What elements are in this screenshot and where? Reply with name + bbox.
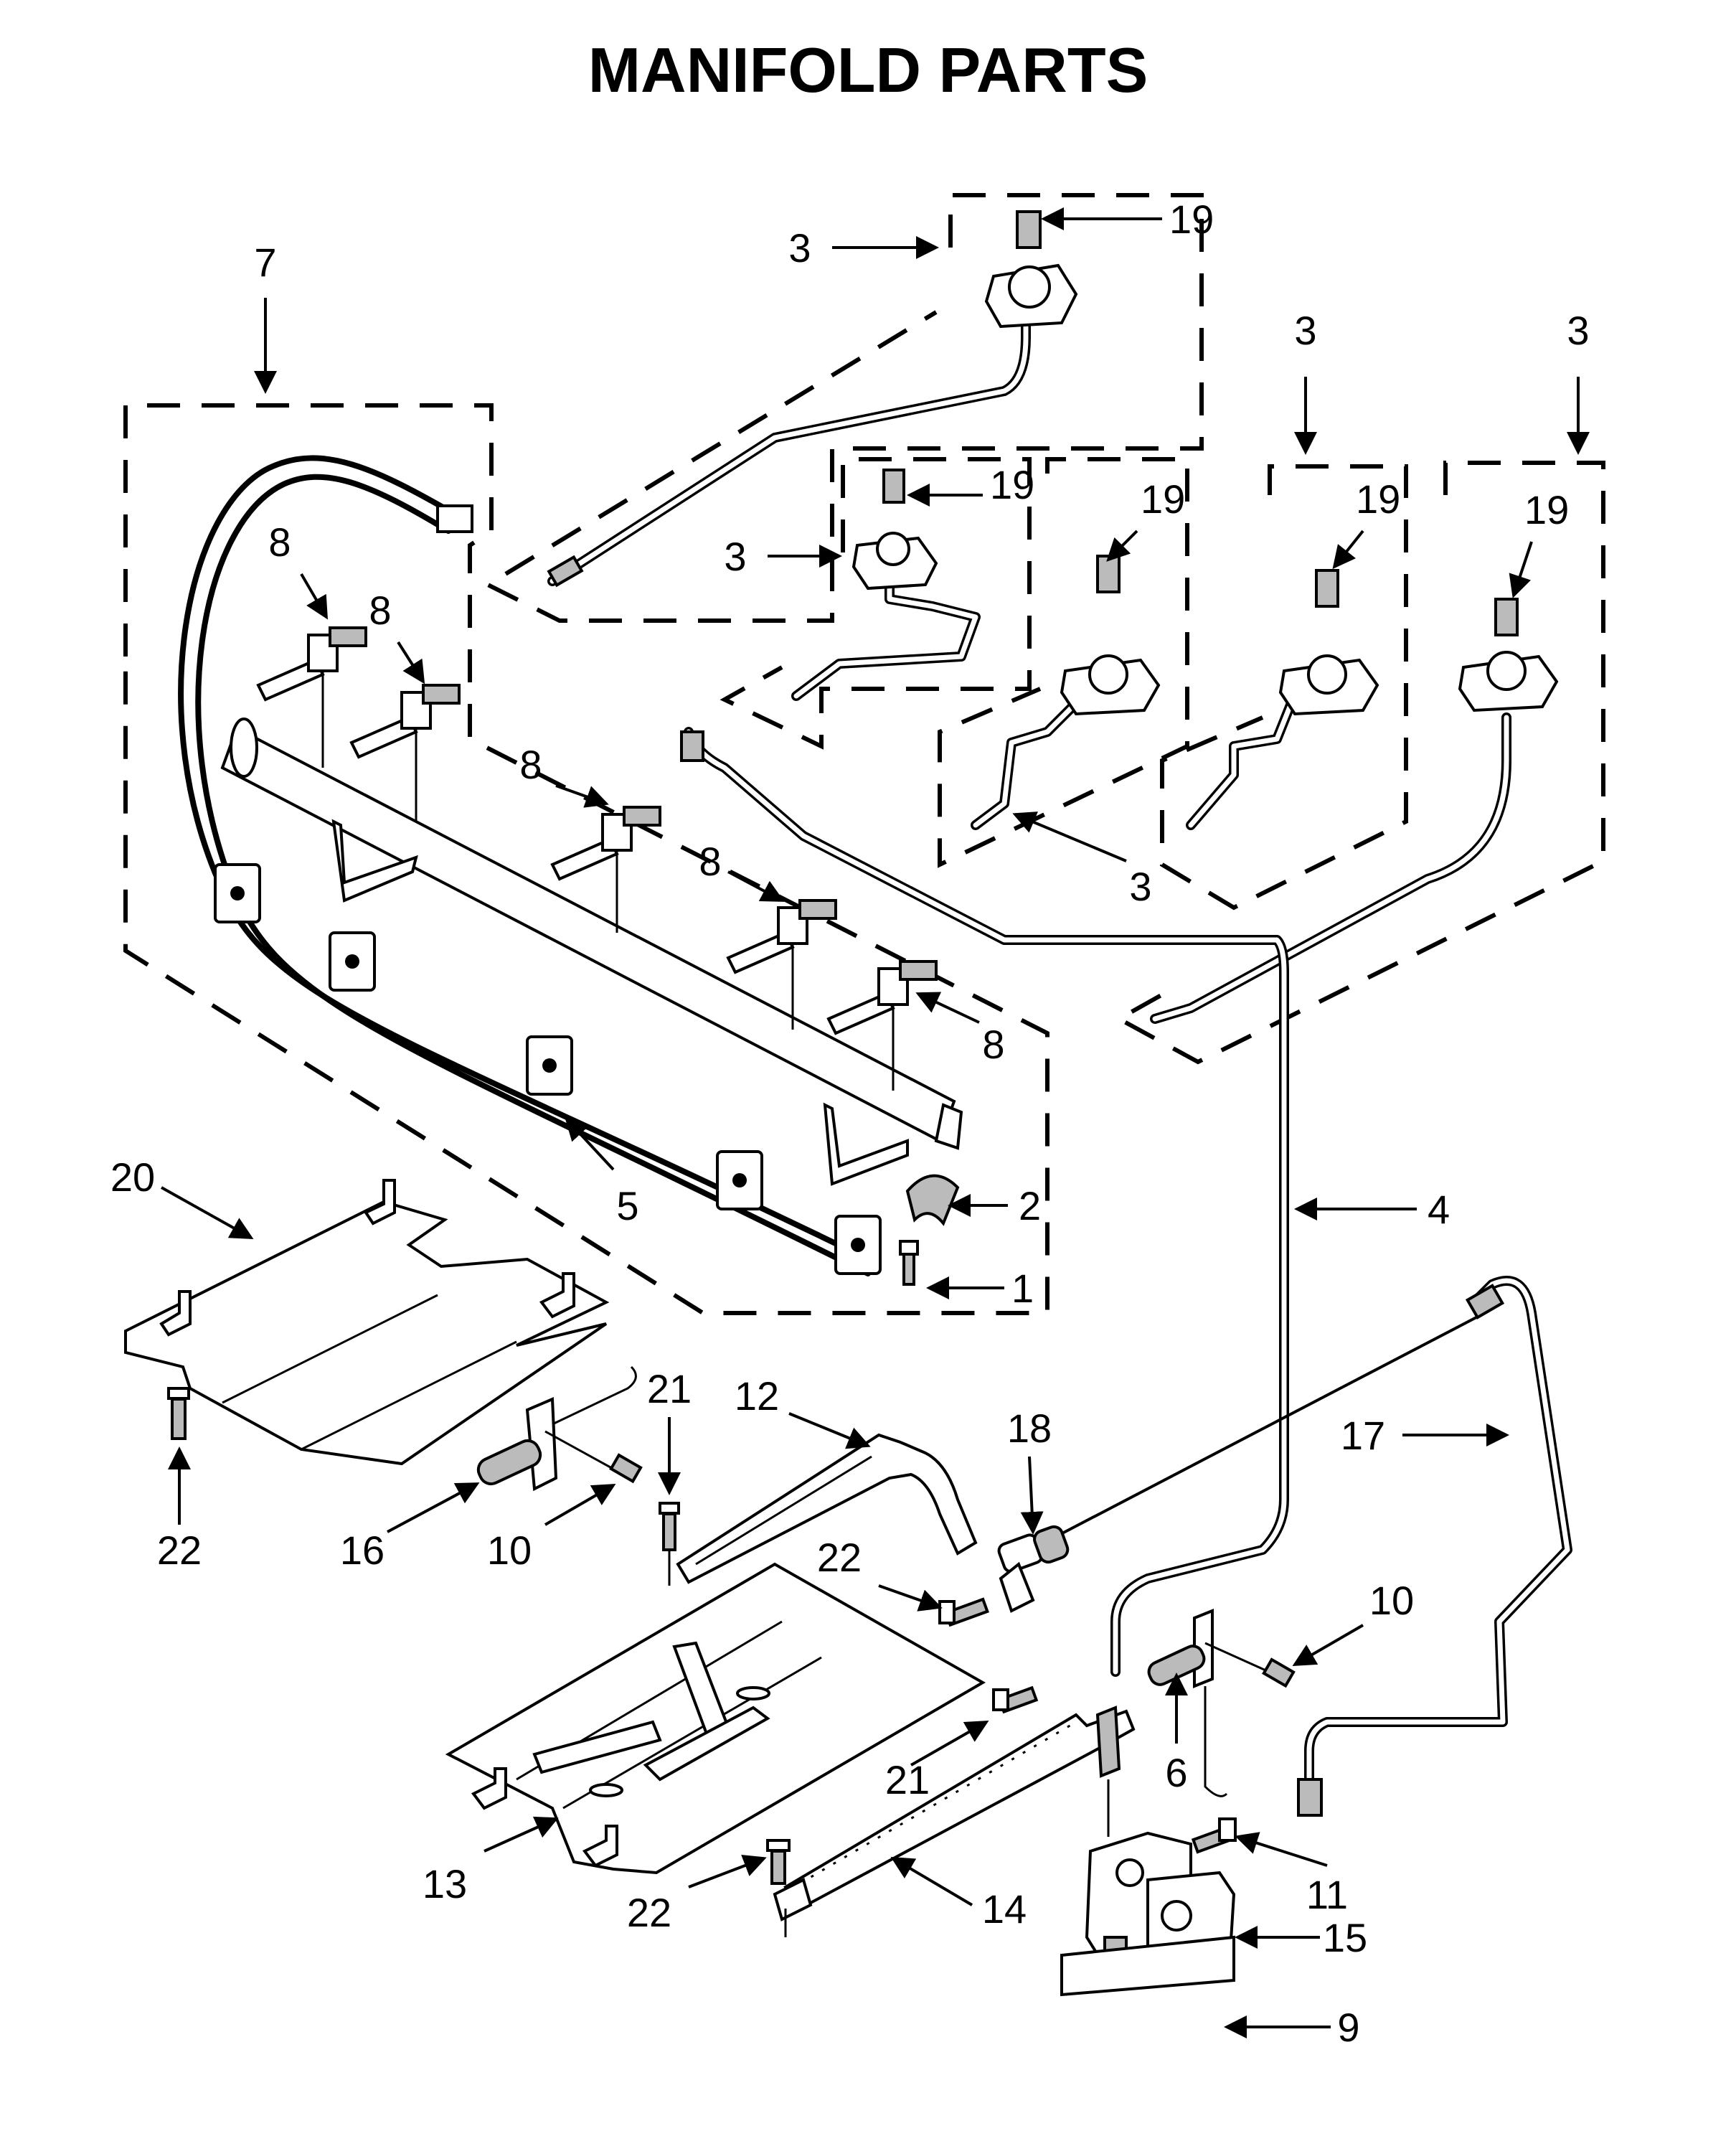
callout-4: 4 (1428, 1187, 1450, 1232)
callout-11: 11 (1306, 1872, 1348, 1917)
callout-10b: 10 (1369, 1578, 1414, 1623)
leader-arrows (161, 207, 1590, 2038)
callout-12: 12 (735, 1373, 779, 1419)
callout-8b: 8 (369, 588, 391, 633)
callout-7: 7 (254, 240, 276, 285)
callout-10a: 10 (487, 1528, 532, 1573)
callout-22a: 22 (157, 1528, 202, 1573)
oven-burner-tube (773, 1706, 1136, 1937)
screw-22-lower (766, 1839, 791, 1885)
manifold-clamp (905, 1174, 960, 1226)
callout-19e: 19 (1524, 487, 1569, 532)
callout-19d: 19 (1356, 476, 1400, 522)
valve-group-outline-mid-right (1160, 464, 1408, 911)
screw-22-mid (938, 1597, 989, 1627)
manifold-bracket-right (823, 1102, 909, 1186)
valve-group-outline-top (483, 193, 1204, 623)
callout-3b: 3 (1294, 308, 1316, 353)
callout-8c: 8 (519, 742, 542, 787)
valve-group-outline-mid-left (720, 457, 1032, 750)
callout-3c: 3 (1567, 308, 1589, 353)
page-title: MANIFOLD PARTS (588, 34, 1148, 105)
callout-16: 16 (340, 1528, 385, 1573)
callout-3e: 3 (1129, 864, 1151, 909)
callout-3d: 3 (724, 534, 746, 579)
callout-19c: 19 (1141, 476, 1185, 522)
callout-15: 15 (1323, 1915, 1367, 1960)
callout-5: 5 (616, 1183, 638, 1228)
callout-8e: 8 (982, 1022, 1004, 1067)
callout-9: 9 (1337, 2005, 1359, 2050)
callout-20: 20 (110, 1154, 155, 1200)
callout-6: 6 (1165, 1750, 1187, 1795)
center-right-burner-valve (1186, 569, 1379, 830)
callout-1: 1 (1011, 1266, 1034, 1311)
callout-22c: 22 (627, 1890, 671, 1935)
callout-17: 17 (1341, 1413, 1385, 1458)
callout-8d: 8 (699, 839, 721, 884)
burner-valve-8a (256, 626, 367, 768)
burner-valve-8d (726, 899, 837, 1030)
callout-21b: 21 (885, 1757, 930, 1802)
heat-shield-top (124, 1179, 610, 1466)
callout-2: 2 (1019, 1183, 1041, 1228)
screw-21-upper (659, 1502, 680, 1586)
callout-8a: 8 (268, 519, 291, 565)
manifold-pipe (220, 718, 963, 1186)
wire-harness (178, 455, 871, 1276)
harness-connector (436, 504, 473, 533)
mid-burner-valve (971, 555, 1161, 830)
top-burner-valve (547, 210, 1078, 588)
manifold-burner-valves (256, 626, 938, 1091)
pilot-line (1057, 1315, 1478, 1537)
callout-19b: 19 (990, 462, 1034, 507)
right-burner-valve (1150, 598, 1559, 1024)
callout-21a: 21 (647, 1366, 692, 1411)
orifice-fitting (997, 1525, 1070, 1613)
burner-valve-8c (550, 806, 661, 933)
callout-3a: 3 (788, 225, 811, 271)
upper-burner-tube (676, 1433, 978, 1584)
burner-baffle-plate (445, 1562, 986, 1875)
gas-valve-assembly (1060, 1779, 1237, 1997)
clamp-screw (899, 1240, 919, 1286)
igniter-upper (476, 1365, 643, 1492)
dashed-group-outlines (123, 193, 1605, 1315)
burner-valve-8e (826, 960, 938, 1091)
harness-clips (214, 863, 882, 1275)
mid-left-burner-valve (791, 469, 981, 701)
supply-tube (680, 727, 1289, 1677)
callout-14: 14 (982, 1886, 1027, 1932)
manifold-bracket-left (331, 819, 418, 903)
screw-22-left (167, 1387, 190, 1440)
valve-group-outline-right (1114, 461, 1605, 1065)
callout-18: 18 (1007, 1406, 1052, 1451)
callout-13: 13 (423, 1861, 467, 1906)
oven-supply-tube (1297, 1276, 1572, 1817)
callout-labels: 7 3 19 3 3 3 19 19 19 19 3 8 8 8 8 8 5 2… (110, 197, 1590, 2050)
valve-group-outline-mid (938, 457, 1189, 868)
screw-21-lower (992, 1685, 1039, 1714)
callout-22b: 22 (817, 1535, 862, 1580)
callout-19a: 19 (1169, 197, 1214, 242)
manifold-group-outline (123, 403, 1049, 1315)
burner-valve-8b (349, 684, 461, 822)
